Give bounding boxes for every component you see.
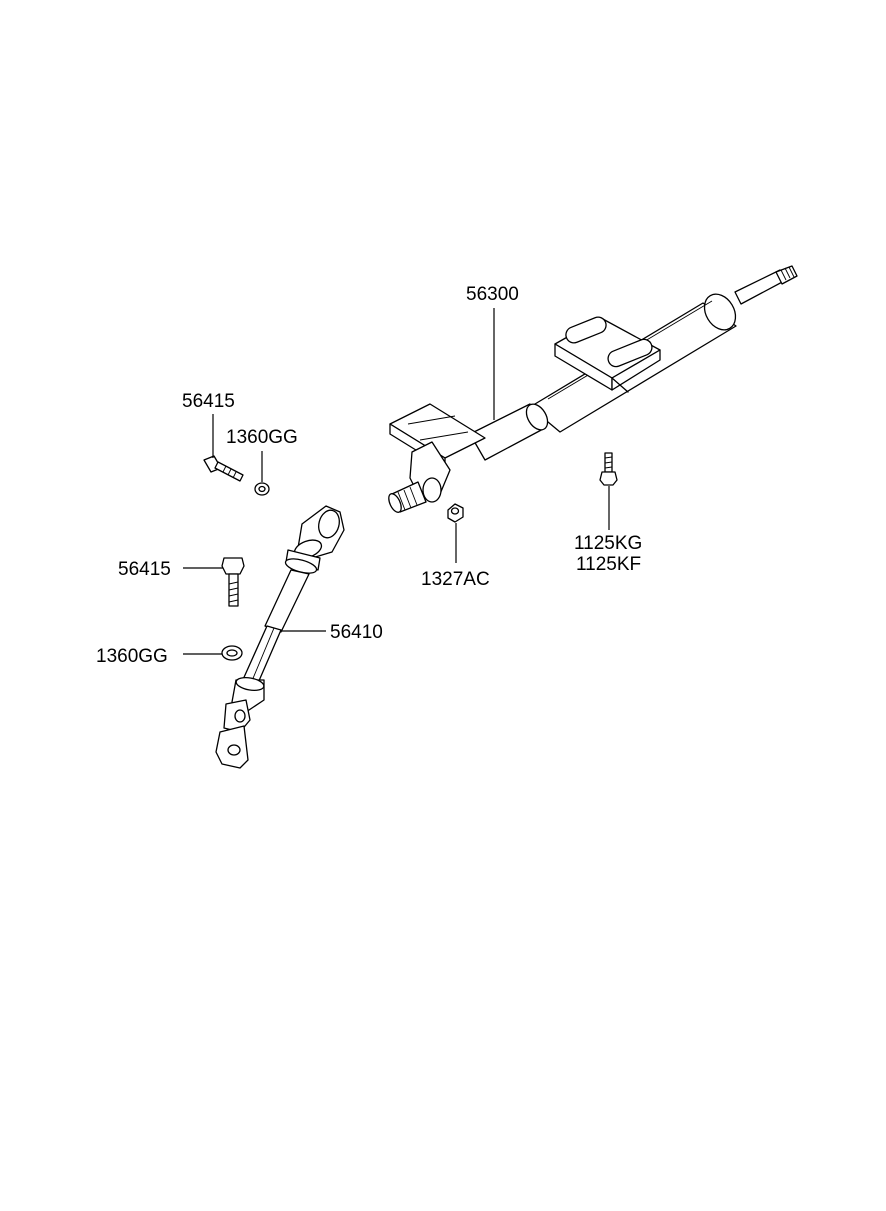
washer-lower: 1360GG [96,645,243,667]
bolt-lower: 56415 [118,557,245,607]
column-upper-bracket [554,316,661,393]
column-bottom-shaft [388,477,442,513]
label-nut: 1327AC [421,569,490,590]
label-washer-lower: 1360GG [96,646,168,667]
steering-column-assembly: 56300 [388,265,798,513]
nut: 1327AC [421,503,490,590]
washer-upper: 1360GG [226,427,298,496]
column-mid-tube [469,403,549,461]
bolt-upper: 56415 [182,391,244,482]
column-top-shaft [734,265,798,305]
intermediate-joint-shaft: 56410 [215,505,383,769]
label-washer-upper: 1360GG [226,427,298,448]
label-bolt-kg: 1125KG [574,533,642,554]
bolt-1125: 1125KG 1125KF [574,452,642,575]
label-bolt-kf: 1125KF [576,554,641,575]
label-bolt-lower: 56415 [118,559,171,580]
label-bolt-upper: 56415 [182,391,235,412]
label-56410: 56410 [330,622,383,643]
label-56300: 56300 [466,284,519,305]
